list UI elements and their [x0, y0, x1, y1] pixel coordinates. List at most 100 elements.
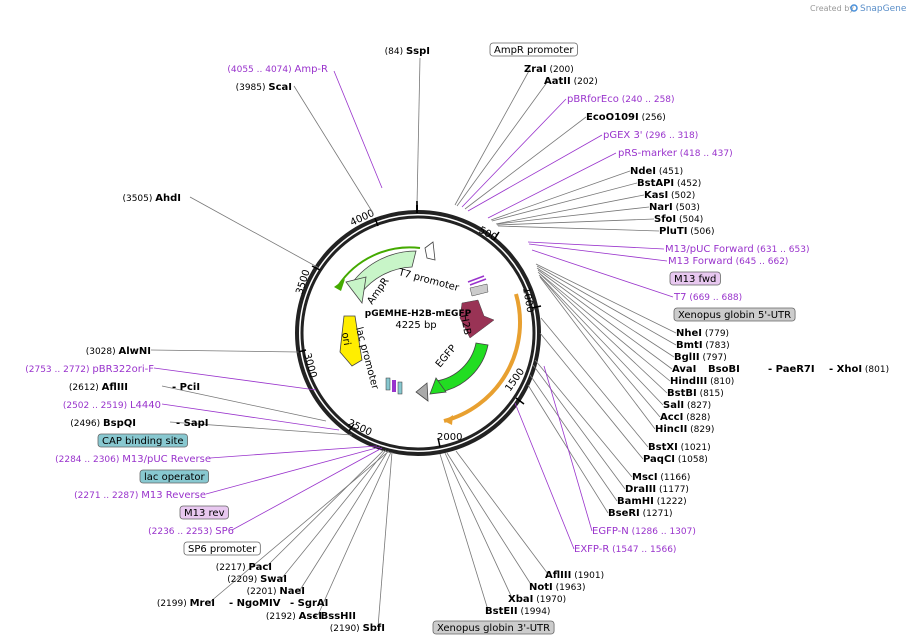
- site-label: HindIII (810): [670, 376, 734, 387]
- leader-line: [189, 196, 320, 269]
- site-label: - PaeR7I: [768, 364, 815, 375]
- site-label: (2496) BspQI: [70, 418, 136, 429]
- site-label: PaqCI (1058): [643, 454, 708, 465]
- leader-line: [496, 218, 655, 226]
- leader-line: [161, 403, 340, 431]
- feature-label: M13/pUC Forward (631 .. 653): [665, 244, 809, 255]
- ampr-outline-arc: [337, 246, 421, 287]
- feature-box: [183, 541, 261, 556]
- primer-cluster-bottom: [385, 377, 403, 395]
- utr5-feature: [469, 283, 489, 297]
- leader-line: [377, 451, 393, 628]
- feature-label: pRS-marker (418 .. 437): [618, 148, 733, 159]
- site-label: BamHI (1222): [617, 496, 687, 507]
- site-label: MscI (1166): [632, 472, 690, 483]
- leader-line: [487, 152, 617, 219]
- leader-line: [496, 206, 650, 225]
- ori-label: ori: [339, 332, 352, 347]
- leader-line: [161, 385, 327, 422]
- h2b-feature: [459, 299, 495, 339]
- feature-box-label: lac operator: [144, 472, 205, 483]
- credit: Created by SnapGene: [810, 4, 907, 14]
- site-label: (2190) SbfI: [330, 623, 385, 634]
- h2b-label: H2B: [458, 314, 472, 336]
- leader-line: [539, 332, 644, 460]
- site-label: - SgrAI: [290, 598, 328, 609]
- site-label: AccI (828): [660, 412, 710, 423]
- primer-cluster-top: [467, 275, 487, 286]
- feature-box: [139, 469, 209, 484]
- site-label: PluTI (506): [659, 226, 714, 237]
- leader-line: [209, 445, 378, 459]
- feature-box-label: CAP binding site: [102, 436, 184, 447]
- leader-line: [490, 170, 631, 221]
- leader-line: [317, 451, 392, 616]
- site-label: XbaI (1970): [508, 594, 566, 605]
- utr3-feature: [415, 382, 429, 402]
- leader-line: [169, 421, 353, 436]
- leader-lines: [150, 57, 677, 628]
- feature-box: [97, 433, 188, 448]
- site-label: - SapI: [176, 418, 208, 429]
- tick-marks: [297, 201, 542, 448]
- site-label: (2612) AflIII: [69, 382, 128, 393]
- site-label: BstAPI (452): [637, 178, 701, 189]
- leader-line: [536, 265, 677, 346]
- site-label: DraIII (1177): [625, 484, 689, 495]
- site-label: NarI (503): [649, 202, 700, 213]
- feature-box: [432, 620, 555, 635]
- site-label: BstEII (1994): [485, 606, 550, 617]
- site-label: (2201) NaeI: [247, 586, 305, 597]
- leader-line: [538, 272, 668, 394]
- site-label: (2192) AscI: [266, 611, 322, 622]
- leader-line: [446, 452, 533, 587]
- site-label: (2209) SwaI: [227, 574, 287, 585]
- leader-line: [293, 85, 374, 214]
- leader-line: [231, 447, 383, 531]
- site-label: EcoO109I (256): [586, 112, 666, 123]
- site-label: NotI (1963): [529, 582, 586, 593]
- site-label: ZraI (200): [524, 64, 574, 75]
- leader-line: [150, 349, 300, 353]
- site-label: AatII (202): [544, 76, 598, 87]
- leader-line: [536, 267, 675, 358]
- credit-prefix: Created by: [810, 4, 854, 13]
- feature-box-label: SP6 promoter: [188, 544, 257, 555]
- feature-box: [489, 42, 578, 57]
- site-label: NheI (779): [676, 328, 729, 339]
- leader-line: [535, 263, 677, 334]
- feature-box: [179, 505, 229, 520]
- feature-label: (2284 .. 2306) M13/pUC Reverse: [55, 454, 211, 465]
- leader-line: [532, 364, 626, 490]
- leader-line: [444, 452, 513, 599]
- leader-line: [537, 271, 671, 382]
- site-label: (2199) MreI: [157, 598, 215, 609]
- leader-line: [528, 243, 668, 262]
- ori-feature: [339, 315, 363, 367]
- feature-box-label: AmpR promoter: [494, 45, 574, 56]
- feature-label: (2502 .. 2519) L4440: [63, 400, 161, 411]
- leader-line: [455, 450, 549, 575]
- site-label: BmtI (783): [676, 340, 730, 351]
- site-label: SalI (827): [663, 400, 711, 411]
- leader-line: [543, 365, 593, 532]
- feature-label: EGFP-N (1286 .. 1307): [592, 526, 696, 537]
- site-label: - NgoMIV: [229, 598, 281, 609]
- mrna-arrow-head: [444, 415, 453, 425]
- leader-line: [416, 57, 421, 206]
- feature-label: pBRforEco (240 .. 258): [567, 94, 675, 105]
- egfp-label: EGFP: [434, 343, 459, 370]
- backbone-inner-ring: [300, 215, 536, 451]
- feature-box-label: Xenopus globin 5'-UTR: [678, 310, 791, 321]
- tick-label-1000: 1000: [520, 287, 535, 314]
- site-label: HincII (829): [655, 424, 714, 435]
- site-label: (2217) PacI: [216, 562, 272, 573]
- site-label: (84) SspI: [385, 46, 430, 57]
- leader-line: [514, 402, 575, 550]
- leader-line: [467, 134, 603, 212]
- feature-box-label: M13 fwd: [674, 274, 716, 285]
- leader-line: [539, 276, 656, 430]
- feature-label: (4055 .. 4074) Amp-R: [227, 64, 328, 75]
